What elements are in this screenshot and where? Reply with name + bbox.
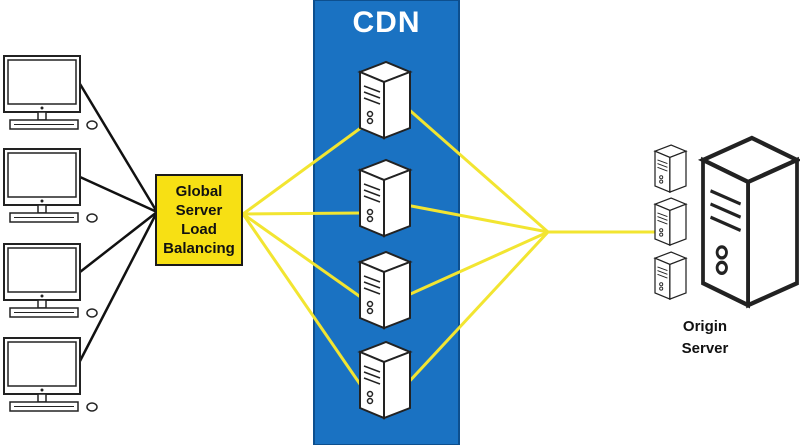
edge-link-1 (405, 105, 549, 234)
edge-link-3 (405, 230, 549, 298)
edge-server-3 (359, 251, 411, 329)
desktop-computer-icon (3, 148, 98, 223)
server-tower-icon (654, 197, 687, 246)
edge-link-2 (405, 203, 549, 234)
edge-server-4 (359, 341, 411, 419)
desktop-computer-icon (3, 55, 98, 130)
gslb-links (241, 125, 364, 388)
client-link-2 (79, 175, 158, 214)
edge-link-4 (404, 230, 550, 387)
gslb-link-1 (242, 125, 363, 216)
origin-small-servers (654, 144, 687, 300)
server-tower-icon (359, 61, 411, 139)
server-tower-icon (359, 251, 411, 329)
cdn-title: CDN (352, 6, 421, 39)
client-links (78, 83, 159, 362)
edge-links (404, 105, 665, 387)
client-link-1 (78, 83, 159, 213)
gslb-link-2 (242, 211, 363, 216)
origin-server-label: Origin Server (681, 318, 729, 357)
gslb-box: Global Server Load Balancing (155, 174, 243, 266)
server-tower-icon (654, 144, 687, 193)
server-tower-icon (654, 251, 687, 300)
server-tower-icon (359, 159, 411, 237)
gslb-label: Global Server Load Balancing (163, 183, 235, 257)
gslb-link-4 (241, 213, 364, 388)
edge-server-1 (359, 61, 411, 139)
origin-server (703, 138, 797, 305)
gslb-link-3 (242, 212, 363, 300)
server-tower-icon (359, 341, 411, 419)
server-tower-icon (703, 138, 797, 305)
client-link-3 (79, 211, 158, 273)
desktop-computer-icon (3, 337, 98, 412)
desktop-computer-icon (3, 243, 98, 318)
edge-server-2 (359, 159, 411, 237)
client-link-4 (78, 211, 159, 362)
